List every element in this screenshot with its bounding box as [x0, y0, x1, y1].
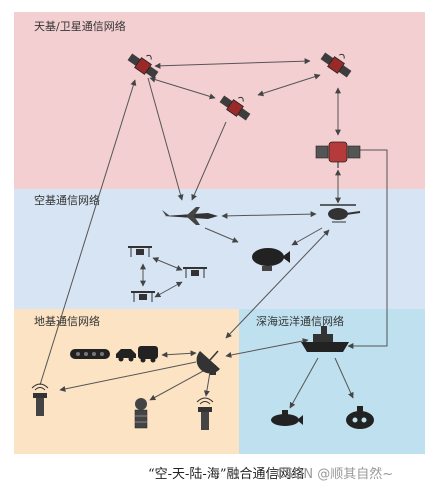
- ground-zone-label: 地基通信网络: [34, 314, 100, 328]
- submarine-icon: [346, 406, 374, 429]
- drone-icon: [131, 291, 155, 302]
- watermark: CSDN @顺其自然~: [276, 466, 393, 482]
- air-zone-label: 空基通信网络: [34, 193, 100, 207]
- signal-tower-icon: [31, 383, 49, 416]
- caption: “空-天-陆-海”融合通信网络: [148, 466, 304, 482]
- signal-tower-icon: [196, 397, 214, 430]
- satellite-icon: [320, 52, 352, 78]
- fighter-jet-icon: [162, 207, 218, 225]
- ground-zone: [14, 309, 239, 454]
- sea-zone: [239, 309, 425, 454]
- ship-icon: [301, 326, 349, 352]
- space-zone-label: 天基/卫星通信网络: [34, 19, 126, 33]
- radar-dish-icon: [196, 350, 220, 375]
- links: [39, 58, 388, 409]
- airship-icon: [252, 248, 290, 271]
- space-station-icon: [315, 141, 361, 168]
- satellite-icon: [219, 95, 251, 121]
- satellite-icon: [127, 53, 159, 79]
- drone-icon: [128, 246, 152, 257]
- helicopter-icon: [320, 204, 361, 223]
- air-zone: [14, 189, 425, 309]
- submarine-icon: [271, 410, 303, 426]
- signal-tower-icon: [134, 398, 148, 429]
- van-icon: [138, 346, 158, 363]
- car-icon: [116, 349, 136, 362]
- sea-zone-label: 深海远洋通信网络: [256, 314, 344, 328]
- drone-icon: [183, 267, 207, 278]
- tank-icon: [70, 349, 110, 359]
- space-zone: [14, 12, 425, 189]
